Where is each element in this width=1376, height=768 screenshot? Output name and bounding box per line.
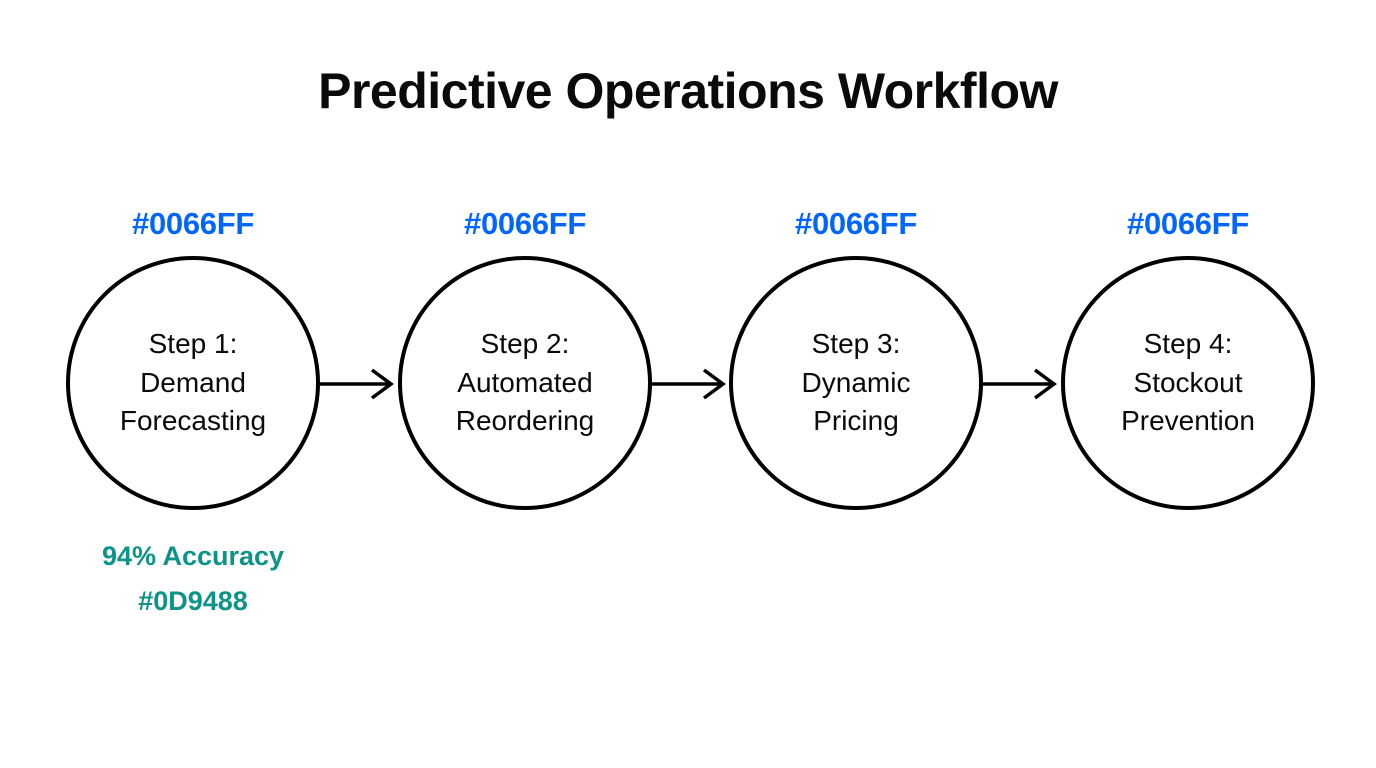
workflow-node-step-2[interactable]: #0066FF Step 2: Automated Reordering <box>398 206 652 510</box>
arrow-step-2-to-step-3 <box>652 368 728 400</box>
node-circle-3 <box>729 256 983 510</box>
arrow-step-1-to-step-2 <box>320 368 396 400</box>
workflow-node-step-1[interactable]: #0066FF Step 1: Demand Forecasting 94% A… <box>66 206 320 616</box>
workflow-node-step-3[interactable]: #0066FF Step 3: Dynamic Pricing <box>729 206 983 510</box>
node-circle-4 <box>1061 256 1315 510</box>
node-label-4: Step 4: Stockout Prevention <box>1121 328 1255 437</box>
node-color-code-2: #0066FF <box>464 206 586 241</box>
node-color-code-4: #0066FF <box>1127 206 1249 241</box>
page-title: Predictive Operations Workflow <box>318 63 1058 119</box>
node-color-code-1: #0066FF <box>132 206 254 241</box>
workflow-node-step-4[interactable]: #0066FF Step 4: Stockout Prevention <box>1061 206 1315 510</box>
node-label-3: Step 3: Dynamic Pricing <box>801 328 911 437</box>
node-label-2: Step 2: Automated Reordering <box>455 328 595 437</box>
node-circle-2 <box>398 256 652 510</box>
node-circle-1 <box>66 256 320 510</box>
node-label-1: Step 1: Demand Forecasting <box>119 328 267 437</box>
node-color-code-3: #0066FF <box>795 206 917 241</box>
node-annotation-1: 94% Accuracy #0D9488 <box>101 541 285 616</box>
arrow-step-3-to-step-4 <box>983 368 1059 400</box>
